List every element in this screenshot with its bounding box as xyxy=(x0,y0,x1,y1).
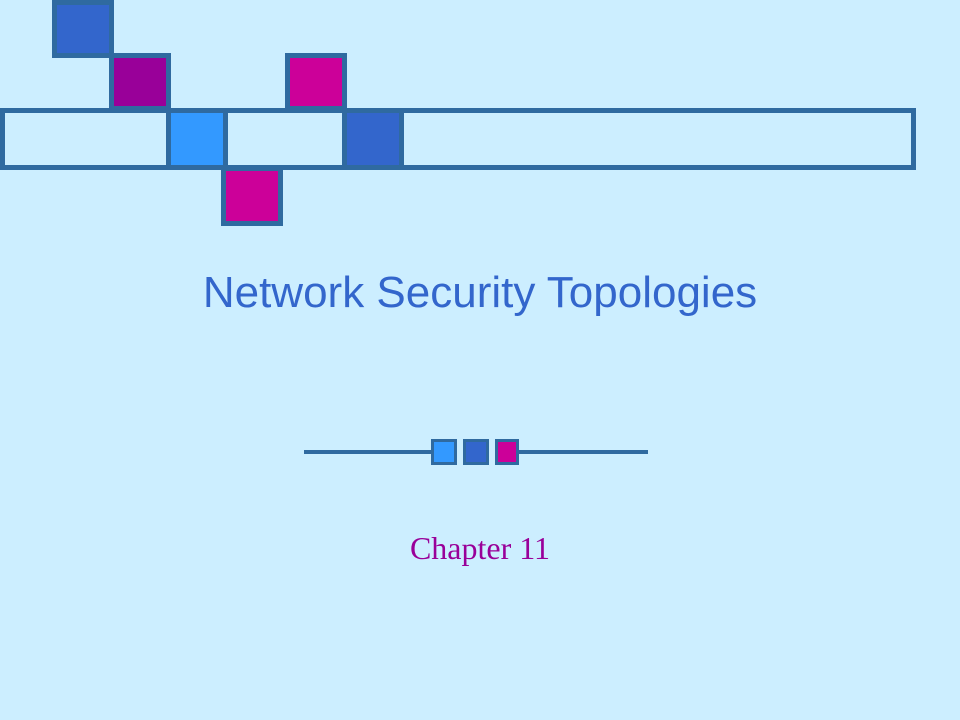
divider-square-magenta xyxy=(495,439,519,465)
slide-subtitle: Chapter 11 xyxy=(409,530,551,566)
deco-square-blue-mid xyxy=(342,108,404,170)
deco-square-magenta-top xyxy=(285,53,347,111)
divider-line-right xyxy=(516,450,648,454)
deco-square-purple xyxy=(109,53,171,111)
slide-title: Network Security Topologies xyxy=(202,268,758,317)
deco-square-magenta-bottom xyxy=(221,166,283,226)
deco-square-blue-top xyxy=(52,0,114,58)
deco-square-lightblue xyxy=(166,108,228,170)
deco-horizontal-bar xyxy=(0,108,916,170)
divider-square-lightblue xyxy=(431,439,457,465)
divider-line-left xyxy=(304,450,434,454)
divider-square-blue xyxy=(463,439,489,465)
